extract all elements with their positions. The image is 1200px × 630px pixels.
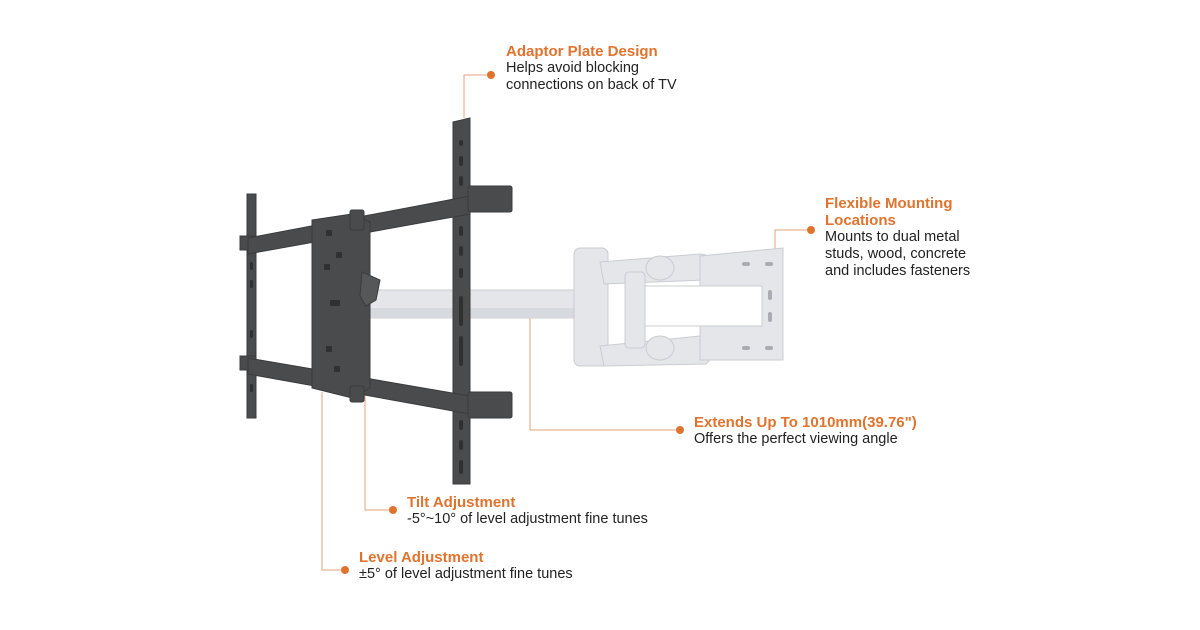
callout-tilt-adjustment: Tilt Adjustment -5°~10° of level adjustm…: [407, 494, 648, 528]
leader-line-tilt: [364, 395, 393, 511]
adaptor-plate: [311, 213, 371, 399]
callout-title: Adaptor Plate Design: [506, 43, 658, 60]
callout-extension: Extends Up To 1010mm(39.76") Offers the …: [694, 414, 917, 448]
tilt-callout-dot: [389, 506, 397, 514]
leader-line-level: [321, 392, 345, 571]
leader-line-extends: [529, 315, 680, 431]
tv-bracket: [239, 117, 513, 485]
leader-lines: [321, 74, 811, 571]
callout-description: ±5° of level adjustment fine tunes: [359, 566, 573, 582]
articulating-arm: [367, 247, 784, 367]
callout-title: Flexible Mounting Locations: [825, 195, 953, 229]
flexible-callout-dot: [807, 226, 815, 234]
leader-line-flexible: [774, 229, 811, 250]
callout-description: Helps avoid blocking connections on back…: [506, 60, 677, 93]
callout-description: Mounts to dual metal studs, wood, concre…: [825, 229, 971, 279]
callout-description: -5°~10° of level adjustment fine tunes: [407, 511, 648, 527]
tilt-knob: [359, 271, 381, 307]
callout-level-adjustment: Level Adjustment ±5° of level adjustment…: [359, 549, 573, 583]
level-callout-dot: [341, 566, 349, 574]
callout-flexible-mounting: Flexible Mounting Locations Mounts to du…: [825, 195, 970, 280]
callout-title: Tilt Adjustment: [407, 494, 516, 511]
extends-callout-dot: [676, 426, 684, 434]
callout-adaptor-plate: Adaptor Plate Design Helps avoid blockin…: [506, 43, 677, 94]
callout-title: Level Adjustment: [359, 549, 484, 566]
adaptor-callout-dot: [487, 71, 495, 79]
leader-line-adaptor: [463, 74, 490, 118]
elbow-joint: [573, 247, 609, 367]
bracket-holes: [250, 140, 463, 474]
callout-description: Offers the perfect viewing angle: [694, 431, 898, 447]
callout-title: Extends Up To 1010mm(39.76"): [694, 414, 917, 431]
